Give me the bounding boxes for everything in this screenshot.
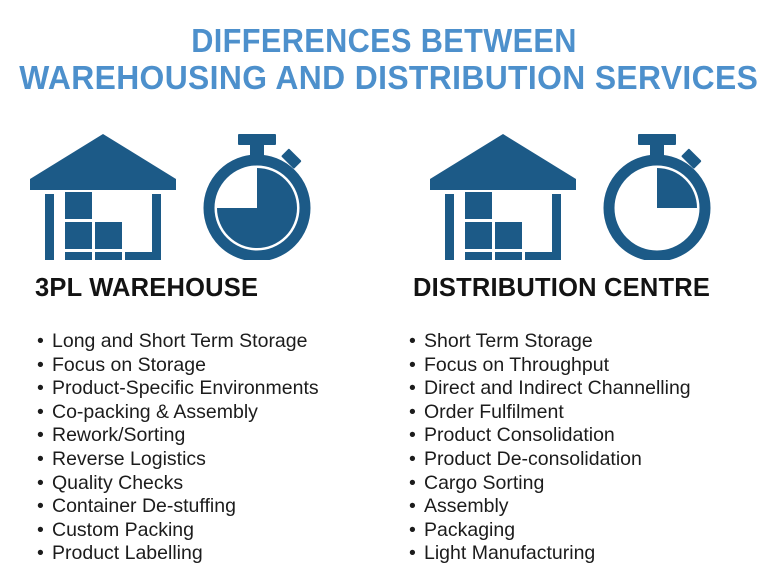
list-item: Reverse Logistics [37, 448, 387, 472]
list-item: Quality Checks [37, 472, 387, 496]
list-item: Product-Specific Environments [37, 377, 387, 401]
icon-row-warehouse [28, 130, 328, 260]
list-item: Assembly [409, 495, 765, 519]
list-item: Custom Packing [37, 519, 387, 543]
list-item: Product Consolidation [409, 424, 765, 448]
list-item: Product Labelling [37, 542, 387, 566]
list-item: Direct and Indirect Channelling [409, 377, 765, 401]
warehouse-icon [28, 130, 178, 260]
list-item: Cargo Sorting [409, 472, 765, 496]
page-title: DIFFERENCES BETWEEN WAREHOUSING AND DIST… [0, 22, 768, 98]
list-item: Long and Short Term Storage [37, 330, 387, 354]
list-item: Light Manufacturing [409, 542, 765, 566]
bullet-list-distribution: Short Term Storage Focus on Throughput D… [409, 330, 765, 566]
stopwatch-icon [600, 132, 718, 260]
icon-row-distribution [428, 130, 728, 260]
stopwatch-icon [200, 132, 318, 260]
list-item: Short Term Storage [409, 330, 765, 354]
list-item: Packaging [409, 519, 765, 543]
list-item: Focus on Storage [37, 354, 387, 378]
list-item: Rework/Sorting [37, 424, 387, 448]
list-item: Co-packing & Assembly [37, 401, 387, 425]
warehouse-icon [428, 130, 578, 260]
list-item: Container De-stuffing [37, 495, 387, 519]
title-line-1: DIFFERENCES BETWEEN [191, 22, 577, 59]
bullet-list-warehouse: Long and Short Term Storage Focus on Sto… [37, 330, 387, 566]
list-item: Order Fulfilment [409, 401, 765, 425]
list-item: Product De-consolidation [409, 448, 765, 472]
column-heading-distribution: DISTRIBUTION CENTRE [413, 274, 711, 302]
list-item: Focus on Throughput [409, 354, 765, 378]
title-line-2: WAREHOUSING AND DISTRIBUTION SERVICES [19, 60, 759, 97]
column-heading-warehouse: 3PL WAREHOUSE [35, 274, 259, 302]
